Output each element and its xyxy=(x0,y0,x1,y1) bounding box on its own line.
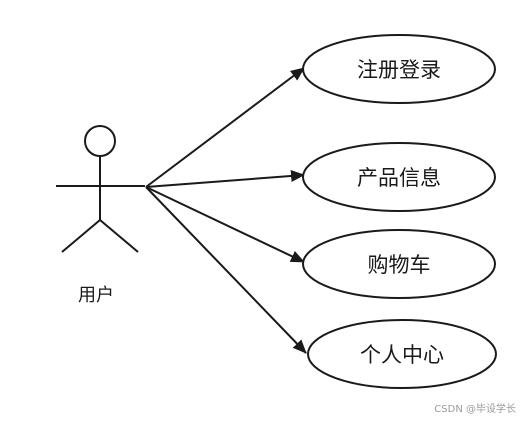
use-case-1: 注册登录 xyxy=(302,34,496,104)
use-case-label-3: 购物车 xyxy=(368,253,431,277)
association-arrow-4 xyxy=(145,186,307,354)
use-case-ellipse-2 xyxy=(302,142,496,212)
association-arrow-2 xyxy=(145,170,305,188)
use-case-ellipse-3 xyxy=(302,229,496,299)
association-arrow-3 xyxy=(145,186,305,263)
use-case-4: 个人中心 xyxy=(307,319,497,389)
actor-right-leg xyxy=(99,219,139,253)
use-case-2: 产品信息 xyxy=(302,142,496,212)
use-case-label-1: 注册登录 xyxy=(357,58,441,82)
actor-figure xyxy=(56,125,145,253)
actor-left-leg xyxy=(61,219,101,253)
actor-head xyxy=(84,125,116,157)
association-arrow-1 xyxy=(145,67,305,188)
associations xyxy=(145,67,307,354)
use-case-ellipse-4 xyxy=(307,319,497,389)
watermark: CSDN @毕设学长 xyxy=(434,404,516,415)
use-case-label-4: 个人中心 xyxy=(360,343,444,367)
use-case-ellipse-1 xyxy=(302,34,496,104)
actor-label: 用户 xyxy=(78,285,114,306)
use-case-label-2: 产品信息 xyxy=(357,166,441,190)
use-case-3: 购物车 xyxy=(302,229,496,299)
